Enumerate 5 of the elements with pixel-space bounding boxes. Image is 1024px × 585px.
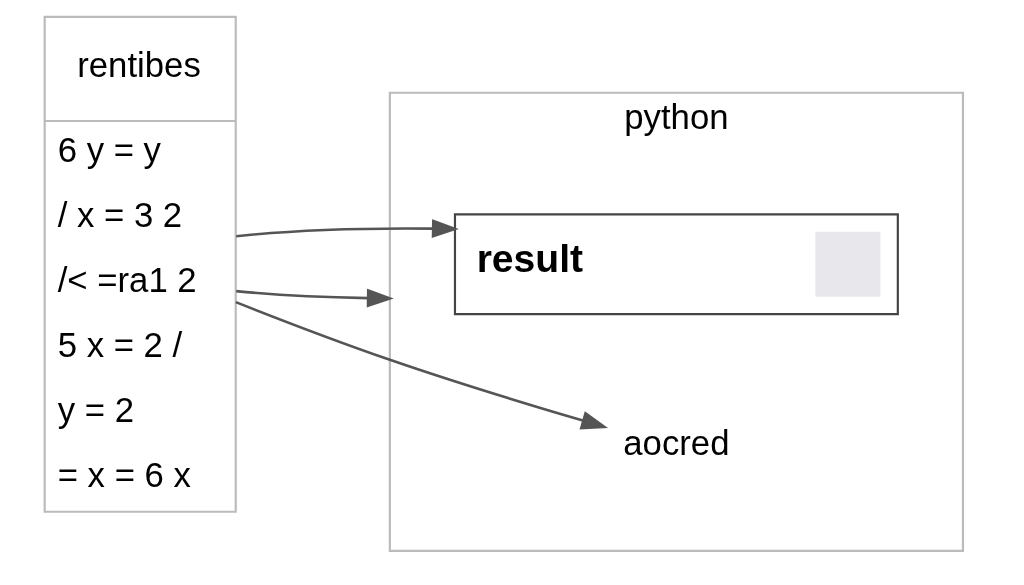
arrow (235, 219, 459, 239)
arrow (234, 300, 608, 430)
node-box: result (453, 213, 899, 316)
arrow (235, 288, 394, 308)
node-text: aocred (622, 423, 729, 462)
